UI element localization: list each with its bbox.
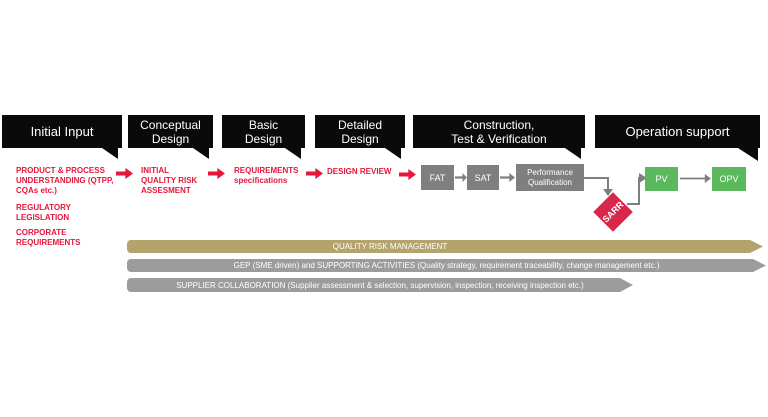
callout-tail [285,148,301,159]
quality-risk-management-bar: QUALITY RISK MANAGEMENT [127,240,763,253]
callout-tail [565,148,581,159]
red-arrow-icon [208,168,225,179]
red-arrow-icon [306,168,323,179]
performance-qualification-box: Performance Qualification [516,164,584,191]
phase-label: Initial Input [30,123,94,139]
pv-box: PV [645,167,678,191]
input-item-product-process: PRODUCT & PROCESS UNDERSTANDING (QTPP, C… [16,166,114,195]
gray-arrow-icon [455,173,467,182]
callout-tail [102,148,118,159]
phase-header-conceptual-design: Conceptual Design [128,115,213,159]
step-label-design-review: DESIGN REVIEW [327,167,392,176]
callout-tail [738,148,758,161]
callout-tail [385,148,401,159]
phase-label: Basic Design [244,117,283,146]
phase-header-basic-design: Basic Design [222,115,305,159]
gray-arrow-icon [500,173,515,182]
connector-line [607,177,609,190]
sarr-label: SARR [600,199,626,225]
connector-line [627,203,640,205]
fat-box: FAT [421,165,454,190]
gep-supporting-activities-bar: GEP (SME driven) and SUPPORTING ACTIVITI… [127,259,766,272]
step-label-initial-quality-risk-assesment: INITIAL QUALITY RISK ASSESMENT [141,166,198,195]
gray-arrow-icon [680,174,711,183]
input-item-corporate: CORPORATE REQUIREMENTS [16,228,81,247]
phase-label: Conceptual Design [140,117,201,146]
supplier-collaboration-bar: SUPPLIER COLLABORATION (Supplier assessm… [127,278,633,292]
sat-box: SAT [467,165,499,190]
phase-label: Operation support [625,123,730,139]
step-label-requirements-specifications: REQUIREMENTS specifications [234,166,299,185]
phase-header-detailed-design: Detailed Design [315,115,405,159]
arrowhead-down-icon [603,189,613,196]
red-arrow-icon [116,168,133,179]
phase-header-initial-input: Initial Input [2,115,122,159]
phase-header-construction-test-verification: Construction, Test & Verification [413,115,585,159]
callout-tail [193,148,209,159]
sarr-diamond: SARR [593,192,633,232]
connector-line [638,177,640,205]
red-arrow-icon [399,169,416,180]
arrowhead-right-icon [639,173,647,183]
opv-box: OPV [712,167,746,191]
connector-line [584,177,609,179]
phase-label: Detailed Design [337,117,383,146]
phase-header-operation-support: Operation support [595,115,760,161]
input-item-regulatory: REGULATORY LEGISLATION [16,203,71,222]
phase-label: Construction, Test & Verification [451,117,547,146]
